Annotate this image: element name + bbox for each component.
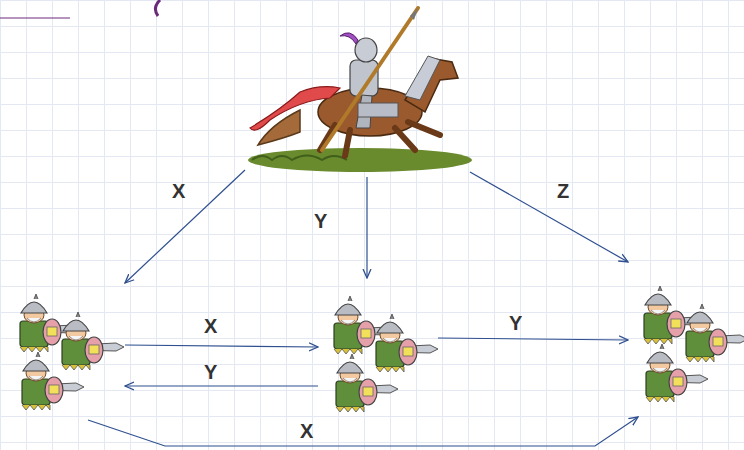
soldier-group (334, 296, 438, 412)
soldier-group-box (5, 283, 125, 420)
knight-figure-box (240, 5, 475, 177)
edge-label: X (202, 315, 219, 337)
edge-label: Y (312, 210, 329, 232)
arrow-connector (125, 345, 318, 347)
soldier-group (20, 294, 124, 410)
edge-label: X (298, 420, 315, 442)
arrow-connector (366, 177, 367, 278)
edge-label: Y (202, 361, 219, 383)
edge-label: Z (555, 180, 571, 202)
soldier-group-box (318, 278, 438, 420)
heading-rule (0, 18, 70, 19)
knight-figure (248, 8, 472, 172)
arrow-connector (470, 172, 628, 262)
heading-fragment (155, 0, 160, 16)
arrow-connector (125, 385, 318, 386)
soldier-group-box (628, 262, 740, 417)
edge-label: X (170, 180, 187, 202)
arrow-connector (88, 417, 638, 446)
soldier-group (644, 286, 744, 402)
edge-label: Y (507, 312, 524, 334)
arrow-connector (438, 338, 628, 340)
arrow-connector (125, 170, 245, 283)
